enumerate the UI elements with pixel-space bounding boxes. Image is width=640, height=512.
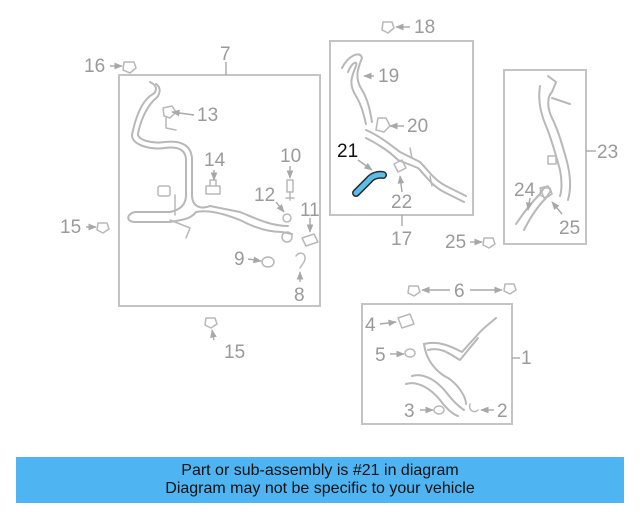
clip-15a bbox=[96, 222, 110, 234]
hose-assembly-1 bbox=[405, 317, 497, 417]
callout-8: 8 bbox=[294, 285, 305, 306]
callout-1: 1 bbox=[521, 348, 532, 369]
sensor-10 bbox=[285, 179, 295, 201]
clip-20 bbox=[375, 117, 391, 133]
callout-24: 24 bbox=[514, 180, 536, 201]
callout-9: 9 bbox=[234, 249, 245, 270]
banner-line-disclaimer: Diagram may not be specific to your vehi… bbox=[165, 480, 475, 497]
clip-25a bbox=[539, 187, 553, 199]
callout-4: 4 bbox=[365, 315, 376, 336]
callout-2: 2 bbox=[497, 401, 508, 422]
o-ring-3 bbox=[433, 405, 445, 415]
hose-21-highlighted bbox=[352, 170, 387, 197]
clip-6-right bbox=[503, 283, 517, 295]
sensor-22 bbox=[393, 159, 407, 173]
clip-13 bbox=[162, 105, 177, 131]
callout-25: 25 bbox=[559, 218, 580, 239]
clip-6-left bbox=[407, 285, 421, 297]
callout-18: 18 bbox=[414, 17, 435, 38]
clip-11 bbox=[301, 233, 319, 247]
parts-diagram: 16 7 13 14 10 12 11 15 9 8 15 18 19 20 2… bbox=[60, 17, 618, 425]
group-box-1 bbox=[361, 303, 513, 425]
info-banner: Part or sub-assembly is #21 in diagram D… bbox=[16, 457, 624, 503]
callout-14: 14 bbox=[204, 150, 226, 171]
hose-19 bbox=[341, 53, 373, 125]
group-box-23 bbox=[503, 69, 587, 245]
callout-20: 20 bbox=[407, 116, 428, 137]
clip-16 bbox=[122, 61, 137, 74]
coolant-hose-assembly-7 bbox=[127, 81, 293, 243]
o-ring-5 bbox=[404, 348, 416, 358]
callout-6: 6 bbox=[454, 281, 465, 302]
bracket-14 bbox=[205, 179, 221, 195]
clamp-8 bbox=[295, 252, 306, 269]
o-ring-12 bbox=[282, 213, 292, 223]
fitting-4 bbox=[397, 313, 415, 329]
clamp-2 bbox=[468, 403, 479, 413]
callout-15-lower: 15 bbox=[224, 342, 245, 363]
callout-19: 19 bbox=[378, 66, 399, 87]
pipe-assembly-17 bbox=[365, 129, 467, 203]
callout-12: 12 bbox=[254, 185, 275, 206]
callout-25-lower: 25 bbox=[445, 232, 466, 253]
group-box-7 bbox=[118, 74, 321, 307]
callout-23: 23 bbox=[597, 142, 618, 163]
callout-13: 13 bbox=[197, 105, 218, 126]
clip-15b bbox=[204, 317, 218, 329]
callout-7: 7 bbox=[220, 44, 231, 65]
callout-22: 22 bbox=[391, 192, 412, 213]
callout-11: 11 bbox=[300, 200, 320, 221]
callout-17: 17 bbox=[391, 229, 412, 250]
callout-10: 10 bbox=[280, 146, 301, 167]
callout-21: 21 bbox=[337, 141, 358, 162]
o-ring-9 bbox=[261, 256, 275, 268]
pipe-assembly-23 bbox=[515, 75, 572, 231]
callout-16: 16 bbox=[84, 56, 105, 77]
clip-18 bbox=[381, 21, 395, 34]
callout-3: 3 bbox=[404, 401, 415, 422]
callout-5: 5 bbox=[375, 345, 386, 366]
callout-15: 15 bbox=[60, 217, 81, 238]
clip-25b bbox=[482, 237, 496, 249]
banner-line-part: Part or sub-assembly is #21 in diagram bbox=[181, 462, 459, 479]
